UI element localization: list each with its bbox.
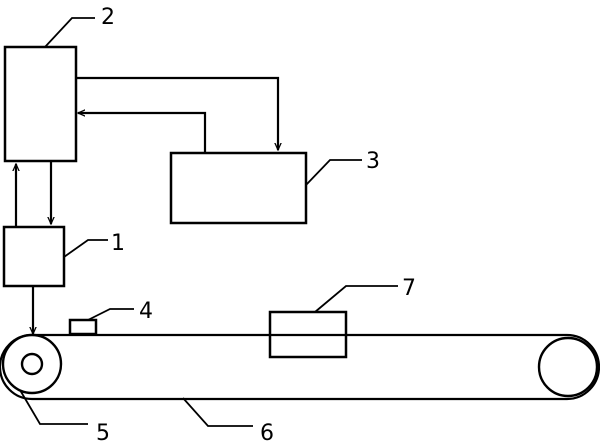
- label-7: 7: [402, 276, 416, 301]
- link-2-to-3-arrow: [76, 76, 278, 150]
- label-6: 6: [260, 421, 274, 445]
- leader-1: [63, 239, 108, 258]
- right-pulley: [537, 336, 599, 398]
- label-1: 1: [111, 231, 125, 256]
- label-5: 5: [96, 421, 110, 445]
- component-3-box: [169, 151, 308, 225]
- label-3: 3: [366, 149, 380, 174]
- link-3-to-2-arrow: [78, 113, 207, 153]
- conveyor-belt: [0, 333, 600, 401]
- leader-6: [182, 397, 253, 427]
- component-4-box: [68, 318, 98, 336]
- label-2: 2: [101, 5, 115, 30]
- component-2-box: [3, 45, 78, 163]
- leader-4: [87, 308, 134, 321]
- leader-3: [305, 159, 362, 186]
- leader-7: [314, 285, 398, 313]
- leader-2: [44, 17, 95, 48]
- leader-5: [19, 389, 88, 425]
- left-pulley-hub: [20, 352, 44, 376]
- component-1-box: [2, 225, 66, 288]
- label-4: 4: [139, 299, 153, 324]
